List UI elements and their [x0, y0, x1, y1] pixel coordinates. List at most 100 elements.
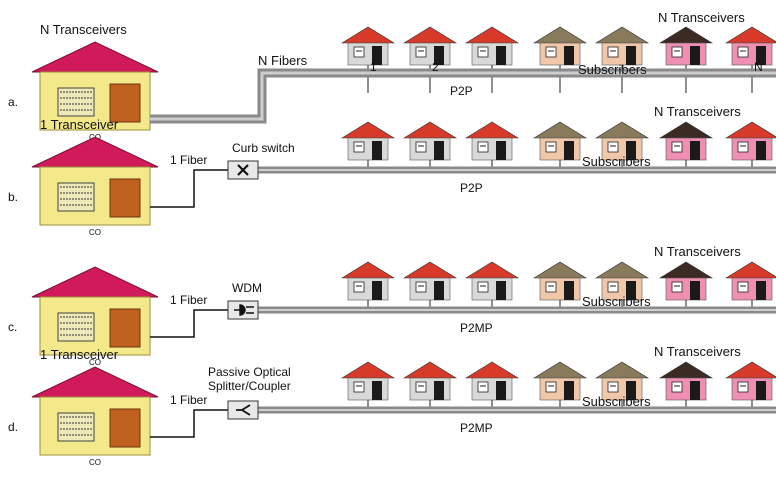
device-label: WDM	[232, 281, 262, 295]
house-door	[372, 46, 382, 65]
house-door	[496, 46, 506, 65]
house-door	[756, 46, 766, 65]
house-roof	[594, 261, 650, 279]
subscribers-label: Subscribers	[582, 394, 651, 409]
house-window	[415, 141, 427, 153]
house-window	[671, 141, 683, 153]
n-transceivers-label: N Transceivers	[654, 244, 741, 259]
house-door	[756, 381, 766, 400]
house-door	[564, 46, 574, 65]
house-roof	[658, 26, 714, 44]
house-window	[607, 141, 619, 153]
topology-label: P2P	[460, 181, 483, 195]
rack-frame	[57, 312, 95, 342]
house-door	[626, 46, 636, 65]
house-roof	[532, 361, 588, 379]
row-letter: c.	[8, 320, 17, 334]
co-roof	[31, 136, 159, 168]
house-door	[626, 281, 636, 300]
house-door	[372, 281, 382, 300]
house-roof	[724, 26, 776, 44]
house-roof	[594, 26, 650, 44]
co-top-label: N Transceivers	[40, 22, 127, 37]
house-roof	[464, 121, 520, 139]
rack-frame	[57, 87, 95, 117]
house-door	[690, 46, 700, 65]
house-window	[737, 141, 749, 153]
rack-frame	[57, 182, 95, 212]
feeder-fiber	[150, 309, 230, 338]
co-equipment-icon	[57, 412, 95, 442]
topology-label: P2MP	[460, 321, 493, 335]
house-roof	[724, 261, 776, 279]
co-equipment-icon	[57, 87, 95, 117]
splitter-icon	[227, 400, 259, 420]
house-window	[353, 281, 365, 293]
house-window	[415, 381, 427, 393]
house-window	[415, 281, 427, 293]
house-door	[564, 381, 574, 400]
co-top-label: 1 Transceiver	[40, 347, 119, 362]
device-label: Curb switch	[232, 141, 295, 155]
row-letter: d.	[8, 420, 18, 434]
subscribers-label: Subscribers	[578, 62, 647, 77]
link-label: 1 Fiber	[170, 293, 207, 307]
house-roof	[532, 121, 588, 139]
house-door	[626, 381, 636, 400]
house-number: 1	[370, 60, 377, 74]
house-roof	[532, 26, 588, 44]
topology-label: P2P	[450, 84, 473, 98]
co-equipment-icon	[57, 312, 95, 342]
co-door	[109, 178, 141, 218]
house-roof	[402, 261, 458, 279]
house-roof	[658, 121, 714, 139]
house-door	[756, 281, 766, 300]
house-door	[690, 281, 700, 300]
house-roof	[402, 26, 458, 44]
link-label: 1 Fiber	[170, 153, 207, 167]
switch-x-icon	[227, 160, 259, 180]
switch-x-mark	[237, 164, 249, 176]
house-roof	[594, 361, 650, 379]
splitter-mark	[236, 404, 251, 416]
house-window	[353, 141, 365, 153]
house-window	[607, 281, 619, 293]
house-door	[372, 141, 382, 160]
device-label: Passive Optical	[208, 365, 291, 379]
house-roof	[464, 26, 520, 44]
house-roof	[658, 261, 714, 279]
house-window	[737, 46, 749, 58]
rack-frame	[57, 412, 95, 442]
feeder-fiber	[150, 169, 230, 208]
co-equipment-icon	[57, 182, 95, 212]
n-transceivers-label: N Transceivers	[658, 10, 745, 25]
house-number: 2	[432, 60, 439, 74]
co-roof	[31, 41, 159, 73]
house-door	[756, 141, 766, 160]
co-label: CO	[89, 358, 101, 367]
n-transceivers-label: N Transceivers	[654, 344, 741, 359]
wdm-icon	[227, 300, 259, 320]
co-door	[109, 408, 141, 448]
house-roof	[340, 121, 396, 139]
link-label: 1 Fiber	[170, 393, 207, 407]
row-letter: b.	[8, 190, 18, 204]
house-window	[353, 46, 365, 58]
device-label-2: Splitter/Coupler	[208, 379, 291, 393]
house-roof	[340, 26, 396, 44]
house-window	[353, 381, 365, 393]
house-number: N	[754, 60, 763, 74]
house-window	[671, 381, 683, 393]
row-letter: a.	[8, 95, 18, 109]
house-door	[434, 46, 444, 65]
house-roof	[594, 121, 650, 139]
house-window	[671, 46, 683, 58]
house-window	[607, 46, 619, 58]
house-window	[477, 141, 489, 153]
house-window	[545, 281, 557, 293]
